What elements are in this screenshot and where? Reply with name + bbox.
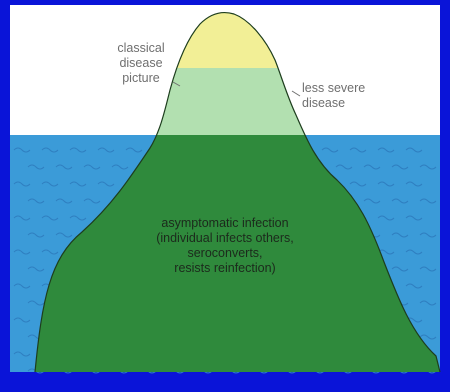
wave-mark <box>405 215 423 221</box>
wave-mark <box>419 198 437 204</box>
wave-mark <box>27 164 45 170</box>
asymptomatic-line-3: seroconverts, <box>187 246 263 260</box>
classical-disease-line-1: classical <box>117 41 165 55</box>
classical-disease-line-3: picture <box>122 71 160 85</box>
wave-mark <box>377 147 395 153</box>
asymptomatic-infection-label: asymptomatic infection (individual infec… <box>130 216 320 276</box>
wave-mark <box>419 266 437 272</box>
wave-mark <box>405 283 423 289</box>
wave-mark <box>27 232 45 238</box>
wave-mark <box>405 181 423 187</box>
wave-mark <box>41 181 59 187</box>
top-label-leader <box>172 81 181 87</box>
wave-mark <box>13 283 31 289</box>
iceberg-outline <box>34 12 441 373</box>
asymptomatic-line-2: (individual infects others, <box>156 231 294 245</box>
wave-mark <box>41 147 59 153</box>
wave-mark <box>405 147 423 153</box>
wave-mark <box>391 198 409 204</box>
wave-mark <box>13 317 31 323</box>
less-severe-disease-label: less severe disease <box>302 81 382 111</box>
wave-mark <box>321 147 339 153</box>
wave-mark <box>13 215 31 221</box>
wave-mark <box>69 181 87 187</box>
less-severe-line-1: less severe <box>302 81 366 95</box>
wave-mark <box>419 300 437 306</box>
wave-mark <box>419 334 437 340</box>
wave-mark <box>55 232 73 238</box>
wave-mark <box>13 181 31 187</box>
wave-mark <box>97 147 115 153</box>
wave-mark <box>391 164 409 170</box>
wave-mark <box>335 164 353 170</box>
wave-mark <box>391 232 409 238</box>
wave-mark <box>349 147 367 153</box>
wave-mark <box>55 198 73 204</box>
wave-mark <box>27 266 45 272</box>
wave-mark <box>69 215 87 221</box>
wave-mark <box>97 181 115 187</box>
wave-mark <box>377 249 395 255</box>
asymptomatic-line-1: asymptomatic infection <box>161 216 289 230</box>
wave-mark <box>125 147 143 153</box>
wave-mark <box>363 164 381 170</box>
less-severe-line-2: disease <box>302 96 346 110</box>
wave-mark <box>13 147 31 153</box>
wave-mark <box>13 351 31 357</box>
classical-disease-line-2: disease <box>119 56 163 70</box>
wave-mark <box>391 266 409 272</box>
wave-mark <box>69 147 87 153</box>
wave-mark <box>419 232 437 238</box>
wave-mark <box>377 215 395 221</box>
wave-mark <box>27 300 45 306</box>
asymptomatic-line-4: resists reinfection) <box>174 261 276 275</box>
wave-mark <box>111 164 129 170</box>
wave-mark <box>377 181 395 187</box>
wave-mark <box>13 249 31 255</box>
wave-mark <box>83 164 101 170</box>
wave-mark <box>419 164 437 170</box>
wave-mark <box>41 249 59 255</box>
wave-mark <box>83 198 101 204</box>
wave-mark <box>405 249 423 255</box>
classical-disease-label: classical disease picture <box>102 41 180 86</box>
wave-mark <box>349 181 367 187</box>
right-label-leader <box>291 90 301 97</box>
wave-mark <box>55 164 73 170</box>
wave-mark <box>27 198 45 204</box>
wave-mark <box>41 215 59 221</box>
wave-mark <box>363 198 381 204</box>
